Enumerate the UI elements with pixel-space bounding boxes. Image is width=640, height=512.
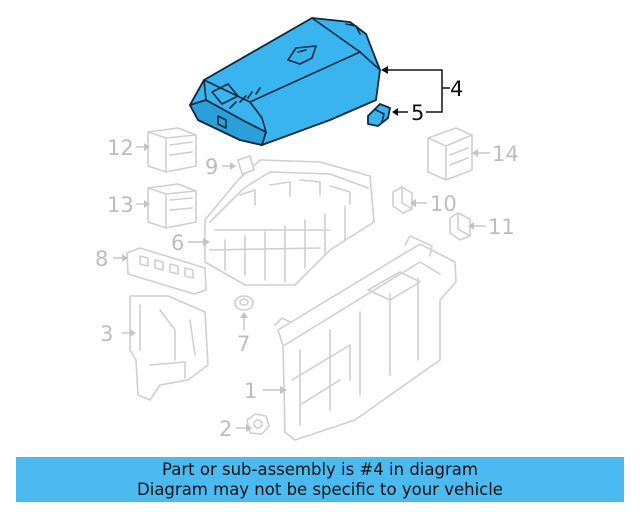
part-10-relay[interactable] — [392, 186, 413, 214]
part-11-relay[interactable] — [449, 212, 471, 241]
info-banner: Part or sub-assembly is #4 in diagram Di… — [16, 457, 624, 502]
callout-8: 8 — [95, 247, 108, 271]
callout-4: 4 — [450, 77, 463, 101]
callout-5: 5 — [411, 101, 424, 125]
callout-1: 1 — [244, 379, 257, 403]
part-3-bracket[interactable] — [129, 295, 209, 401]
part-13-connector-block[interactable] — [147, 183, 197, 229]
callout-labels: 1 2 3 4 5 6 7 8 9 10 11 12 13 14 — [95, 77, 519, 441]
callout-11: 11 — [488, 215, 515, 239]
callout-3: 3 — [100, 322, 113, 346]
part-14-connector-block[interactable] — [427, 127, 473, 181]
callout-13: 13 — [107, 193, 134, 217]
callout-2: 2 — [219, 417, 232, 441]
callout-9: 9 — [205, 155, 218, 179]
part-5-clip[interactable] — [367, 103, 391, 127]
callout-12: 12 — [107, 136, 134, 160]
leader-lines-dark — [381, 66, 450, 116]
part-7-grommet[interactable] — [234, 295, 254, 311]
callout-14: 14 — [492, 142, 519, 166]
banner-line-part-number: Part or sub-assembly is #4 in diagram — [162, 459, 478, 479]
part-1-lower-housing[interactable] — [274, 235, 457, 441]
callout-6: 6 — [171, 231, 184, 255]
part-9-clip[interactable] — [237, 155, 255, 175]
part-2-nut[interactable] — [246, 413, 270, 435]
part-6-fuse-carrier[interactable] — [204, 159, 375, 286]
part-12-connector-block[interactable] — [147, 127, 197, 173]
callout-10: 10 — [430, 192, 457, 216]
part-4-cover[interactable] — [189, 17, 381, 146]
leader-lines-gray — [113, 143, 490, 432]
banner-line-disclaimer: Diagram may not be specific to your vehi… — [137, 479, 503, 499]
callout-7: 7 — [237, 332, 250, 356]
part-8-connector-strip[interactable] — [126, 247, 207, 295]
parts-diagram: 1 2 3 4 5 6 7 8 9 10 11 12 13 14 — [95, 17, 519, 441]
